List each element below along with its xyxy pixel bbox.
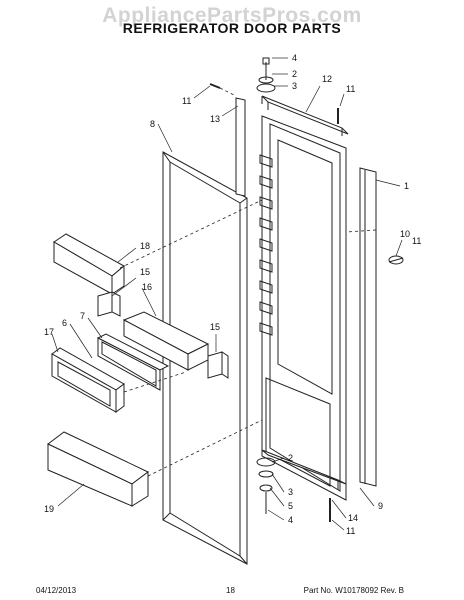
footer-page-number: 18 [226, 586, 235, 595]
dairy-bin-cover [51, 347, 125, 413]
callout-10: 10 [400, 229, 410, 239]
callout-14: 14 [348, 513, 358, 523]
bin-retainer-left [97, 291, 121, 317]
top-screws [209, 83, 339, 124]
side-door-trim [359, 167, 377, 487]
large-door-bin [47, 431, 149, 507]
door-liner [259, 115, 347, 501]
callout-5: 5 [288, 501, 293, 511]
callout-11-side: 11 [412, 236, 421, 246]
watermark: AppliancePartsPros.com [102, 4, 362, 27]
callout-9: 9 [378, 501, 383, 511]
callout-7: 7 [80, 311, 85, 321]
alignment-lines [119, 87, 377, 477]
callout-11-bottom: 11 [346, 526, 355, 536]
small-door-bin [53, 233, 125, 295]
footer-date: 04/12/2013 [36, 586, 77, 595]
callout-3-bottom: 3 [288, 487, 293, 497]
top-door-cap [261, 95, 349, 136]
callout-8: 8 [150, 119, 155, 129]
callout-4-bottom: 4 [288, 515, 293, 525]
callout-15-right: 15 [210, 322, 220, 332]
callout-4-top: 4 [292, 53, 297, 63]
callout-2-bottom: 2 [288, 453, 293, 463]
dairy-door-panel [96, 333, 170, 391]
door-trim-strip [235, 97, 246, 197]
callout-19: 19 [44, 504, 54, 514]
top-hinge-hardware [256, 57, 276, 93]
leader-lines [51, 57, 403, 531]
callout-6: 6 [62, 318, 67, 328]
callout-11-top-right: 11 [346, 84, 355, 94]
footer-part-number: Part No. W10178092 Rev. B [303, 586, 404, 595]
callout-17: 17 [44, 327, 54, 337]
callout-13: 13 [210, 114, 220, 124]
bottom-hinge-hardware [256, 457, 331, 522]
callout-1: 1 [404, 181, 409, 191]
callout-12: 12 [322, 74, 332, 84]
callout-11-top-left: 11 [182, 96, 191, 106]
page-title: REFRIGERATOR DOOR PARTS [122, 20, 342, 36]
callout-18: 18 [140, 241, 150, 251]
callout-16: 16 [142, 282, 152, 292]
callout-3-top: 3 [292, 81, 297, 91]
callout-2-top: 2 [292, 69, 297, 79]
side-screw-assembly [388, 255, 404, 265]
callout-15-left: 15 [140, 267, 150, 277]
bin-retainer-right [207, 351, 229, 379]
dairy-bin-frame [122, 311, 210, 371]
